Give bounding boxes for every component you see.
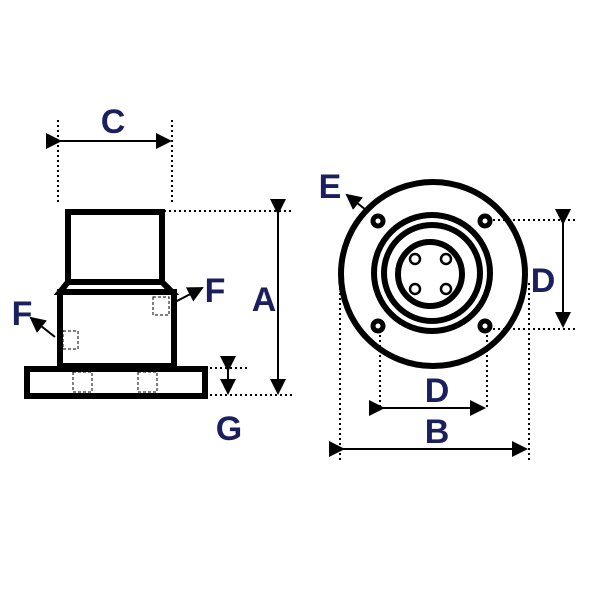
side-view: C A G F F: [12, 103, 292, 448]
base-flange: [24, 366, 208, 399]
label-g: G: [216, 410, 242, 448]
set-screw-left: [62, 330, 79, 350]
label-c: C: [101, 103, 126, 141]
bolt-hole-hidden: [72, 371, 93, 393]
top-tube: [65, 209, 165, 285]
label-e: E: [319, 168, 342, 206]
label-d-horizontal: D: [425, 372, 450, 410]
label-f-left: F: [12, 295, 33, 333]
label-a: A: [252, 281, 277, 319]
set-screw-right: [152, 296, 170, 316]
inner-holes: [408, 252, 453, 296]
bolt-hole-hidden: [137, 371, 158, 393]
bolt-holes: [370, 213, 493, 334]
flange-outline: [338, 179, 528, 369]
label-f-right: F: [205, 272, 226, 310]
label-b: B: [425, 413, 450, 451]
label-d-vertical: D: [531, 262, 556, 300]
top-view: E D D B: [319, 168, 578, 462]
body: [57, 289, 177, 369]
